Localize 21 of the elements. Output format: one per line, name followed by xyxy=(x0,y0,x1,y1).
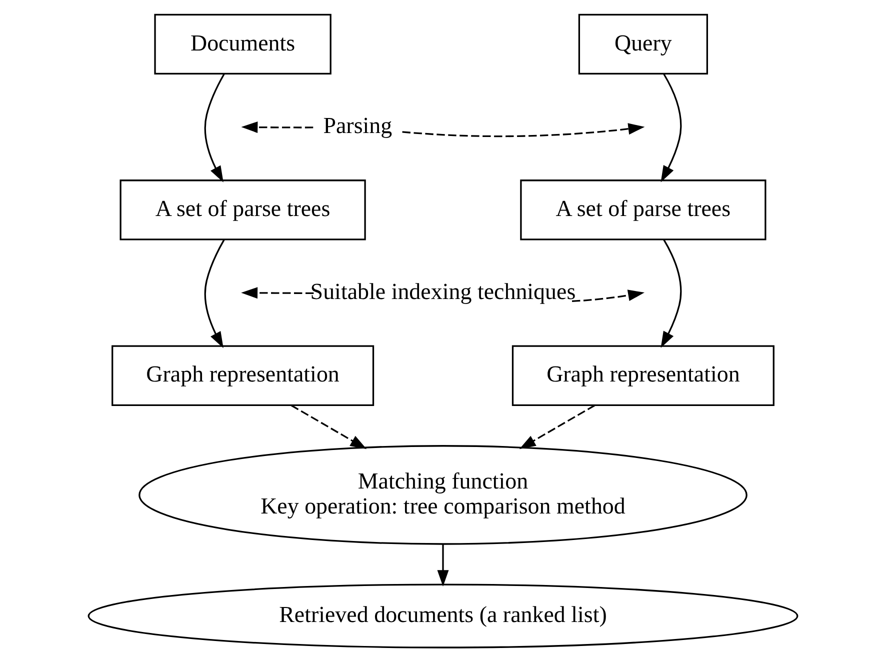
arrow xyxy=(660,239,682,348)
arrow xyxy=(660,73,682,182)
arrow xyxy=(402,123,644,138)
arrow xyxy=(240,287,314,299)
node-box: Query xyxy=(578,14,708,75)
arrow xyxy=(436,544,448,587)
arrow xyxy=(290,404,366,450)
node-box: A set of parse trees xyxy=(119,180,366,240)
node-ellipse: Retrieved documents (a ranked list) xyxy=(87,584,798,648)
arrow xyxy=(518,404,595,450)
node-ellipse: Matching function Key operation: tree comparison method xyxy=(138,445,747,545)
arrow xyxy=(571,290,644,302)
arrow xyxy=(240,121,313,133)
node-text: Suitable indexing techniques xyxy=(310,278,576,304)
node-box: A set of parse trees xyxy=(520,180,766,240)
node-box: Graph representation xyxy=(511,345,774,406)
node-box: Documents xyxy=(154,14,331,75)
node-text: Parsing xyxy=(322,113,392,138)
node-box: Graph representation xyxy=(111,345,374,406)
arrow xyxy=(204,74,224,182)
arrow xyxy=(204,239,224,348)
